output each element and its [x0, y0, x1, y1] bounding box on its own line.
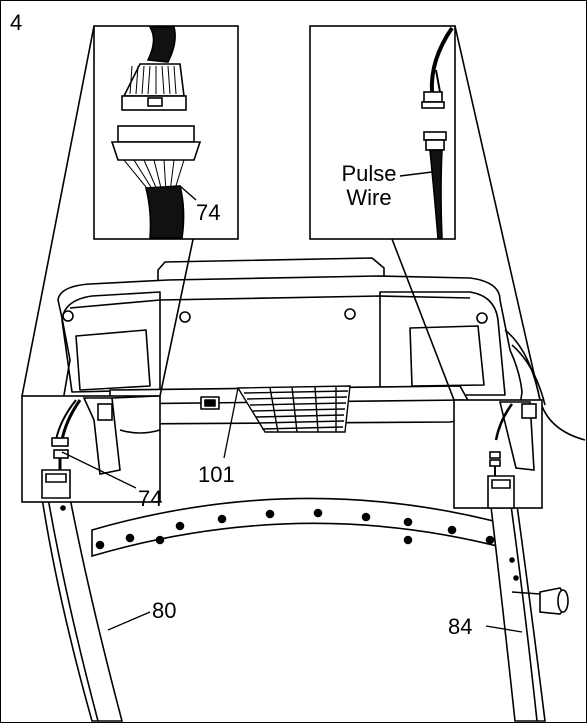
small-box-right [453, 399, 543, 509]
small-box-left [21, 395, 161, 503]
leader-lines [61, 387, 523, 633]
console [57, 257, 586, 441]
zoom-box-pulse-wire [309, 25, 456, 240]
upright-right [489, 497, 569, 722]
part-label-80: 80 [152, 598, 177, 623]
pulse-wire-label-line2: Wire [346, 185, 392, 210]
zoom-box-connector [93, 25, 239, 240]
part-label-74-top: 74 [196, 200, 221, 225]
vent-grille [236, 385, 351, 433]
part-label-74-bottom: 74 [138, 486, 163, 511]
step-number: 4 [10, 10, 23, 35]
pulse-wire-label-line1: Pulse [341, 161, 397, 186]
part-label-84: 84 [448, 614, 473, 639]
pulse-wire-label: Pulse Wire [334, 162, 404, 210]
part-label-101: 101 [198, 462, 235, 487]
upright-left [41, 497, 124, 722]
